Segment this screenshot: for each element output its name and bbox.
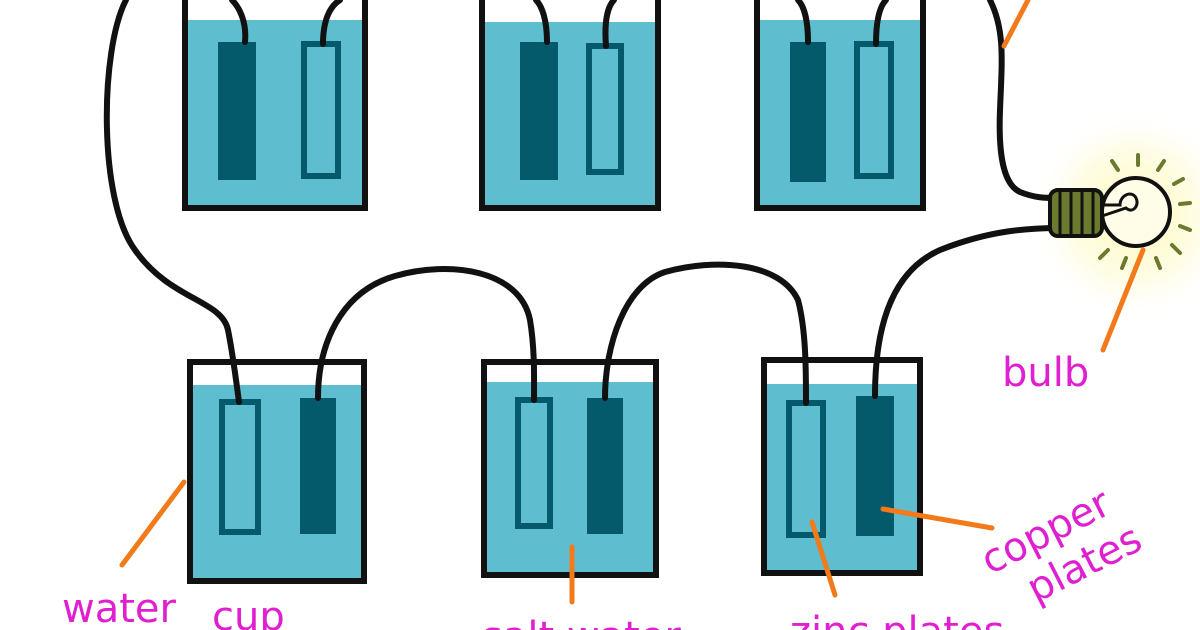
bulb-rays: [1098, 153, 1192, 270]
bulb-glass: [1100, 176, 1172, 248]
zinc-plate: [854, 41, 894, 179]
copper-plate: [587, 398, 623, 534]
bottom-cup-1: [187, 359, 367, 584]
circuit-wires: [103, 0, 1063, 406]
copper-plate: [790, 42, 826, 182]
bulb: [1048, 153, 1192, 270]
zinc-plate: [219, 399, 261, 535]
label-water: water: [62, 586, 177, 630]
pointer-lines: [119, 0, 1146, 605]
pointer-bulb: [1100, 247, 1146, 353]
copper-plate: [520, 42, 558, 180]
bottom-cup-2: [481, 359, 659, 578]
label-salt-water: salt water: [482, 614, 681, 630]
label-cup: cup: [212, 594, 285, 630]
zinc-plate: [515, 397, 553, 529]
top-cup-1: [182, 0, 368, 211]
top-cup-2: [479, 0, 661, 211]
wire-cup3-bulb: [872, 225, 1063, 399]
bottom-cup-3: [761, 357, 923, 576]
wire-cup1-cup2: [315, 265, 538, 403]
copper-plate: [218, 42, 256, 180]
bulb-filament: [1101, 192, 1139, 218]
copper-plate: [856, 396, 894, 536]
label-copper-plates: copper plates: [974, 480, 1150, 612]
zinc-plate: [586, 43, 624, 175]
pointer-top-right: [1001, 0, 1031, 49]
zinc-plate: [786, 400, 826, 538]
pointer-copper-plates: [880, 506, 995, 531]
top-wires: [229, 0, 889, 49]
wire-cup2-cup3: [602, 261, 809, 406]
label-zinc-plates: zinc plates: [790, 609, 1004, 630]
wire-top-right: [987, 0, 1061, 201]
label-bulb: bulb: [1002, 350, 1089, 396]
pointer-water-cup: [119, 479, 187, 568]
pointer-zinc-plates: [809, 519, 838, 598]
bulb-screw-base: [1048, 188, 1104, 238]
copper-plate: [300, 398, 336, 534]
zinc-plate: [301, 41, 341, 179]
top-cup-3: [754, 0, 926, 211]
wire-left-loop: [103, 0, 242, 405]
